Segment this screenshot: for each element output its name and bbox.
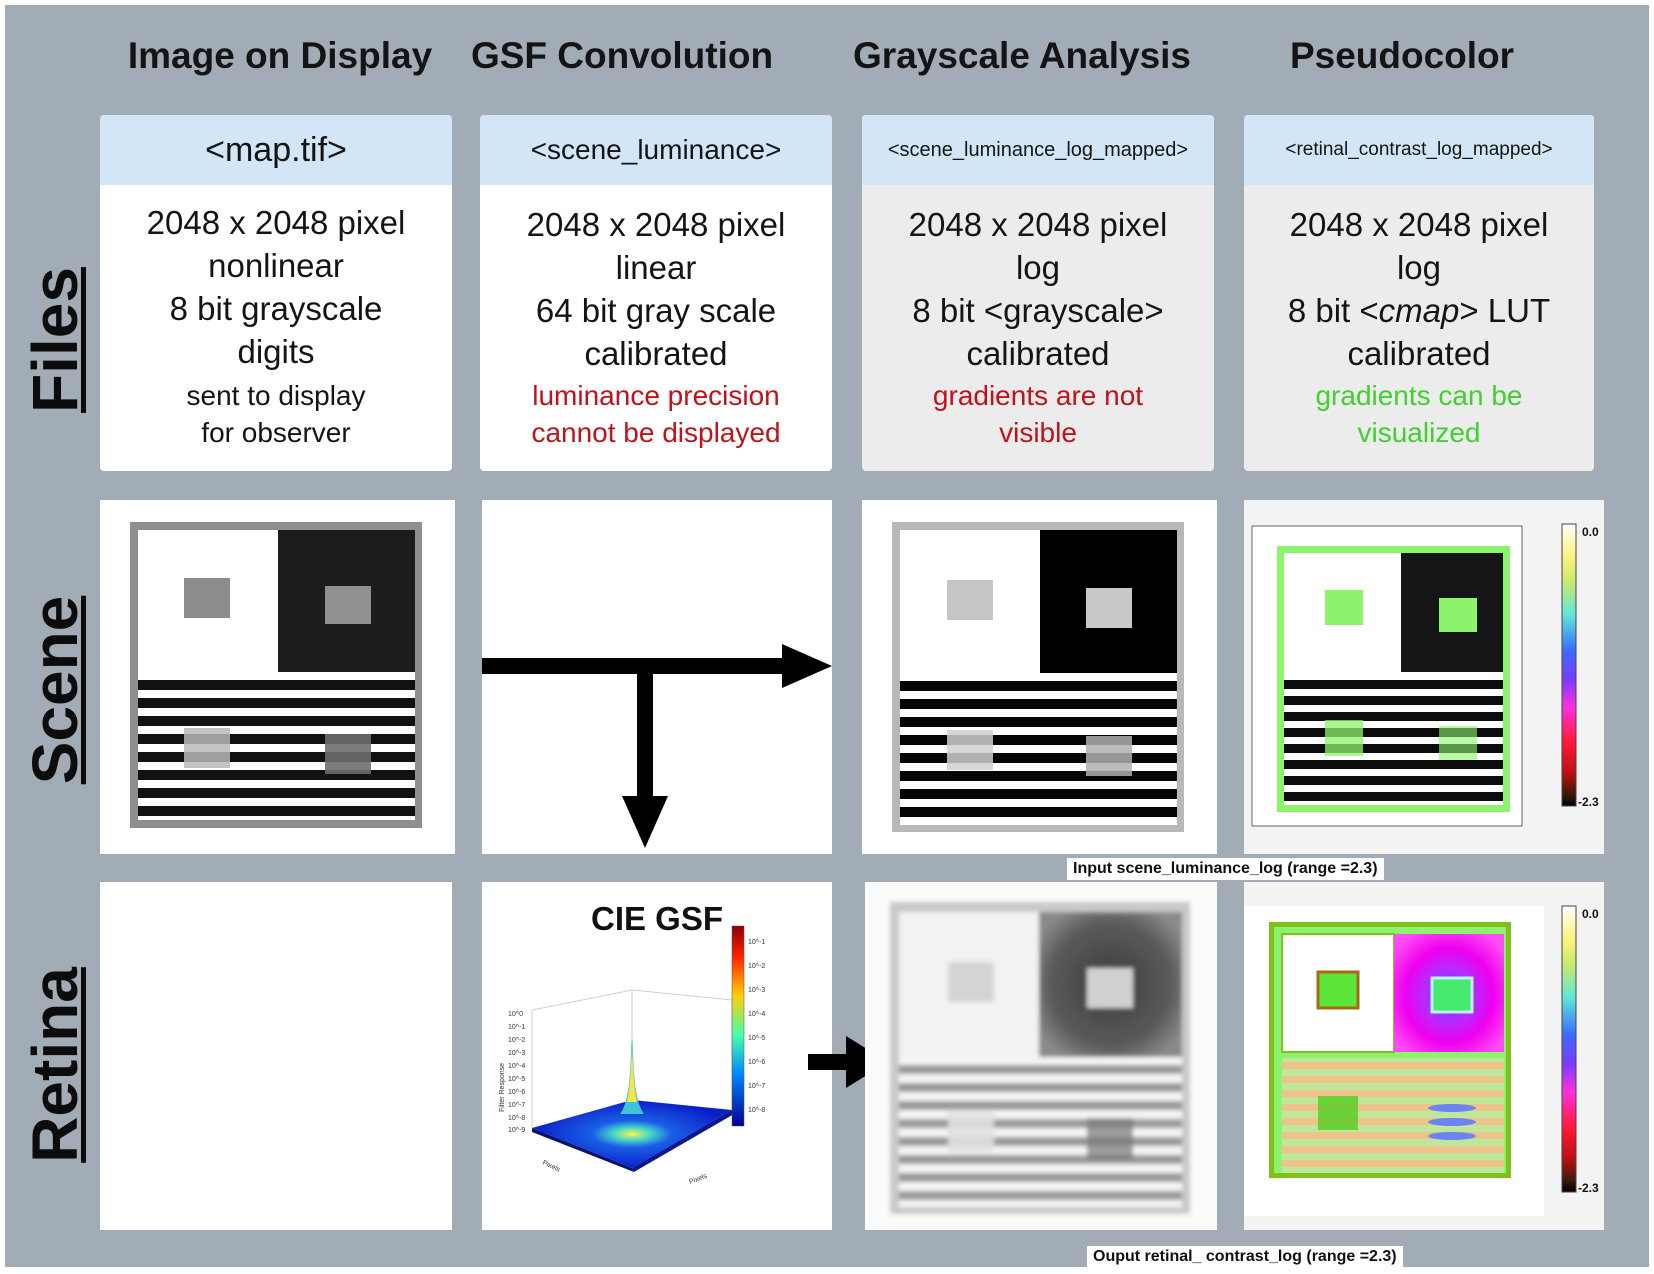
row-label-retina: Retina	[19, 967, 91, 1163]
colorbar-max-label: 0.0	[1582, 907, 1599, 921]
gsf-cbar-tick: 10^-5	[748, 1035, 765, 1042]
lut-prefix: 8 bit <	[1287, 292, 1379, 329]
arrow-down-icon	[622, 796, 668, 848]
gsf-ytick: 10^-7	[508, 1102, 525, 1109]
column-header-grayscale: Grayscale Analysis	[852, 35, 1192, 76]
retina-gsf-panel: CIE GSF 10^0 10^-1 10^-2 10^-3 10^	[482, 882, 832, 1230]
colorbar-max-label: 0.0	[1582, 525, 1599, 539]
scene-grayscale-image	[892, 522, 1184, 832]
scene-pseudocolor-panel: 0.0 -2.3	[1244, 500, 1604, 854]
scene-gsf-panel	[482, 500, 832, 854]
gsf-cbar-tick: 10^-6	[748, 1059, 765, 1066]
gsf-cbar-tick: 10^-1	[748, 939, 765, 946]
file-warning: luminance precision	[532, 380, 780, 411]
scene-grayscale-panel	[862, 500, 1217, 854]
colorbar-min-label: -2.3	[1578, 1181, 1599, 1195]
gsf-surface-plot: 10^0 10^-1 10^-2 10^-3 10^-4 10^-5 10^-6…	[499, 925, 765, 1186]
gsf-ylabel: Filter Response	[499, 1063, 506, 1112]
scene-pseudocolor-image: 0.0 -2.3	[1251, 523, 1599, 827]
column-header-pseudocolor: Pseudocolor	[1289, 35, 1515, 76]
file-line: 8 bit grayscale	[169, 290, 383, 327]
gsf-cbar-tick: 10^-3	[748, 987, 765, 994]
file-name-map: <map.tif>	[100, 115, 452, 185]
scene-caption: Input scene_luminance_log (range =2.3)	[1067, 858, 1384, 880]
gsf-cbar-tick: 10^-8	[748, 1107, 765, 1114]
gsf-ytick: 10^0	[508, 1011, 523, 1018]
gsf-xlabel: Pixels	[688, 1173, 708, 1186]
gsf-xlabel: Pixels	[541, 1159, 561, 1173]
lut-suffix: > LUT	[1459, 292, 1551, 329]
file-line: calibrated	[1347, 335, 1491, 372]
file-name-retinal-log-mapped: <retinal_contrast_log_mapped>	[1244, 115, 1594, 185]
file-name-scene-luminance: <scene_luminance>	[480, 115, 832, 185]
file-line: digits	[237, 333, 315, 370]
file-line: 2048 x 2048 pixel	[1289, 206, 1549, 243]
gsf-cbar-tick: 10^-7	[748, 1083, 765, 1090]
file-line: log	[1396, 249, 1442, 286]
file-positive-note: visualized	[1357, 417, 1481, 448]
gsf-ytick: 10^-8	[508, 1115, 525, 1122]
column-header-gsf: GSF Convolution	[470, 35, 774, 76]
lut-cmap: cmap	[1378, 292, 1460, 329]
retina-pseudocolor-panel: 0.0 -2.3	[1244, 882, 1604, 1230]
file-warning: cannot be displayed	[531, 417, 781, 448]
gsf-ytick: 10^-5	[508, 1076, 525, 1083]
gsf-ytick: 10^-6	[508, 1089, 525, 1096]
retina-display-panel-empty	[100, 882, 452, 1230]
scene-display-image	[130, 522, 422, 828]
file-line: log	[1015, 249, 1061, 286]
file-line: calibrated	[966, 335, 1110, 372]
file-card-retinal-log-mapped: <retinal_contrast_log_mapped> 2048 x 204…	[1244, 115, 1594, 471]
flow-arrows	[482, 644, 832, 848]
scene-display-panel	[100, 500, 455, 854]
colorbar-min-label: -2.3	[1578, 795, 1599, 809]
file-line: nonlinear	[208, 247, 344, 284]
row-label-files: Files	[19, 267, 91, 413]
file-warning: gradients are not	[932, 380, 1144, 411]
arrow-right-icon	[782, 644, 832, 688]
file-card-map: <map.tif> 2048 x 2048 pixel nonlinear 8 …	[100, 115, 452, 471]
file-line: 8 bit <grayscale>	[912, 292, 1164, 329]
file-line: 2048 x 2048 pixel	[908, 206, 1168, 243]
colorbar	[1561, 905, 1577, 1193]
file-line: 64 bit gray scale	[535, 292, 777, 329]
gsf-cbar-tick: 10^-4	[748, 1011, 765, 1018]
column-header-display: Image on Display	[127, 35, 433, 76]
gsf-cbar-tick: 10^-2	[748, 963, 765, 970]
file-line: calibrated	[584, 335, 728, 372]
file-card-scene-luminance: <scene_luminance> 2048 x 2048 pixel line…	[480, 115, 832, 471]
gsf-colorbar	[731, 925, 745, 1127]
file-warning: visible	[999, 417, 1077, 448]
gsf-ytick: 10^-9	[508, 1127, 525, 1134]
file-name-scene-log-mapped: <scene_luminance_log_mapped>	[862, 115, 1214, 185]
gsf-ytick: 10^-4	[508, 1063, 525, 1070]
file-line: 2048 x 2048 pixel	[526, 206, 786, 243]
retina-grayscale-panel	[865, 882, 1217, 1230]
retina-caption: Ouput retinal_ contrast_log (range =2.3)	[1087, 1246, 1403, 1268]
gsf-ytick: 10^-1	[508, 1024, 525, 1031]
file-positive-note: gradients can be	[1315, 380, 1523, 411]
file-note: sent to display	[186, 380, 366, 411]
file-line-lut: 8 bit <cmap> LUT	[1244, 289, 1594, 332]
file-line: 2048 x 2048 pixel	[146, 204, 406, 241]
file-card-scene-log-mapped: <scene_luminance_log_mapped> 2048 x 2048…	[862, 115, 1214, 471]
colorbar	[1561, 523, 1577, 807]
gsf-title: CIE GSF	[590, 900, 724, 937]
file-note: for observer	[201, 417, 351, 448]
gsf-ytick: 10^-2	[508, 1037, 525, 1044]
retina-pseudocolor-image: 0.0 -2.3	[1244, 905, 1599, 1216]
retina-grayscale-image	[890, 902, 1190, 1214]
file-line: linear	[615, 249, 697, 286]
row-label-scene: Scene	[19, 595, 91, 785]
gsf-ytick: 10^-3	[508, 1050, 525, 1057]
